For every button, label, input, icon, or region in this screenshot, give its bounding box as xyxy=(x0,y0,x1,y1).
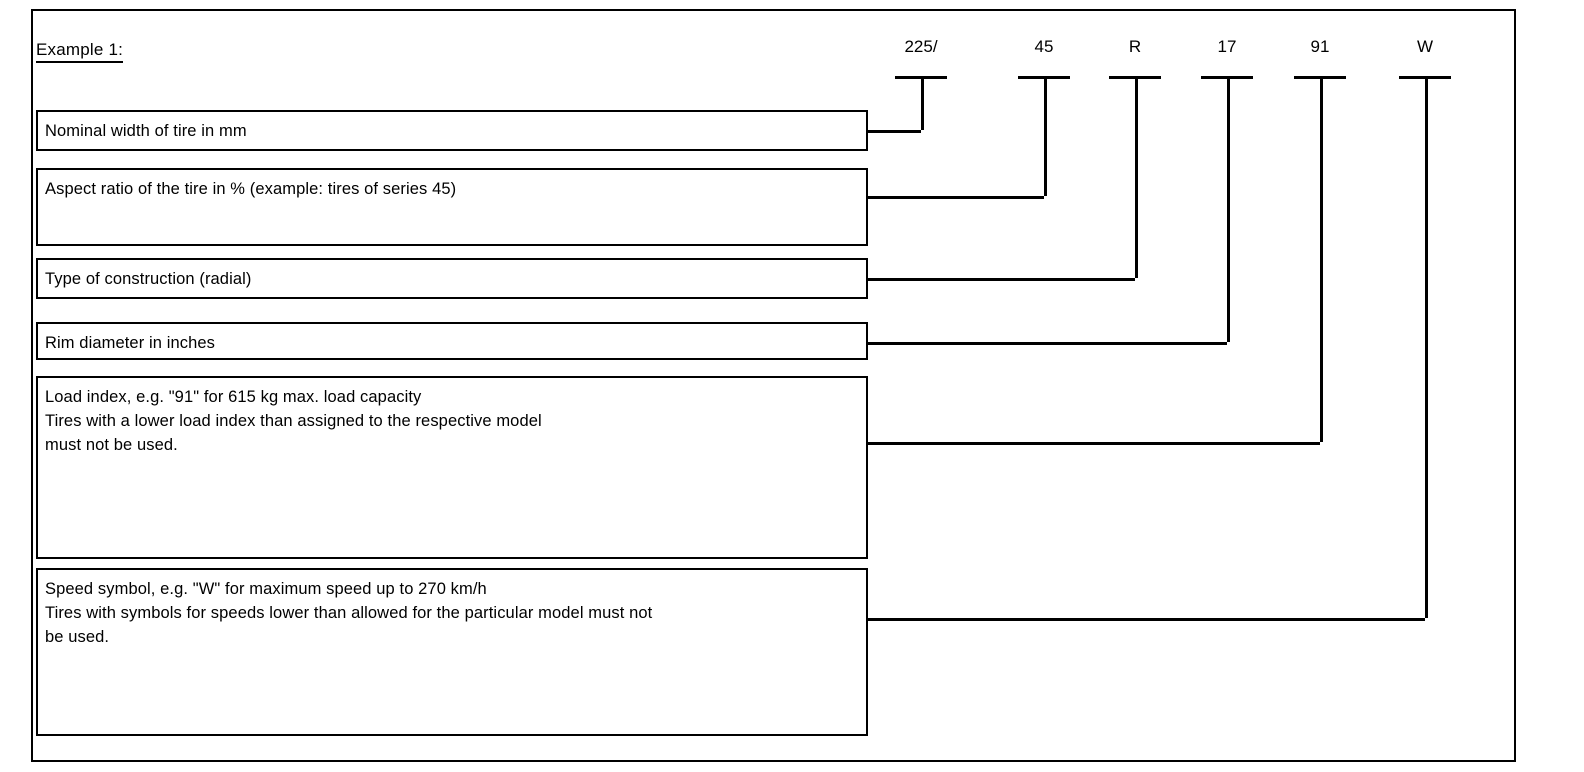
description-box-rim-diameter: Rim diameter in inches xyxy=(36,322,868,360)
leader-horizontal-aspect-ratio xyxy=(868,196,1044,199)
tire-code-token-2: R xyxy=(1128,37,1142,56)
leader-horizontal-speed-symbol xyxy=(868,618,1425,621)
tire-code-token-5: W xyxy=(1416,37,1434,56)
leader-vertical-speed-symbol xyxy=(1425,76,1428,618)
description-text-nominal-width: Nominal width of tire in mm xyxy=(45,122,247,140)
tire-code-token-0: 225/ xyxy=(904,37,938,56)
outer-frame xyxy=(31,9,1516,762)
leader-horizontal-load-index xyxy=(868,442,1320,445)
description-box-nominal-width: Nominal width of tire in mm xyxy=(36,110,868,151)
description-text-rim-diameter: Rim diameter in inches xyxy=(45,334,216,352)
description-box-speed-symbol: Speed symbol, e.g. "W" for maximum speed… xyxy=(36,568,868,736)
leader-horizontal-construction-type xyxy=(868,278,1135,281)
description-text-aspect-ratio: Aspect ratio of the tire in % (example: … xyxy=(45,180,457,198)
description-box-load-index: Load index, e.g. "91" for 615 kg max. lo… xyxy=(36,376,868,559)
description-box-aspect-ratio: Aspect ratio of the tire in % (example: … xyxy=(36,168,868,246)
tire-code-token-3: 17 xyxy=(1217,37,1237,56)
description-text-construction-type: Type of construction (radial) xyxy=(45,270,252,288)
page-title: Example 1: xyxy=(36,40,124,63)
leader-vertical-aspect-ratio xyxy=(1044,76,1047,196)
leader-vertical-nominal-width xyxy=(921,76,924,130)
leader-vertical-construction-type xyxy=(1135,76,1138,278)
description-box-construction-type: Type of construction (radial) xyxy=(36,258,868,299)
leader-horizontal-rim-diameter xyxy=(868,342,1227,345)
leader-vertical-load-index xyxy=(1320,76,1323,442)
tire-code-token-4: 91 xyxy=(1310,37,1330,56)
description-text-speed-symbol: Speed symbol, e.g. "W" for maximum speed… xyxy=(45,580,653,646)
tire-code-token-1: 45 xyxy=(1034,37,1054,56)
leader-vertical-rim-diameter xyxy=(1227,76,1230,342)
description-text-load-index: Load index, e.g. "91" for 615 kg max. lo… xyxy=(45,388,542,454)
leader-horizontal-nominal-width xyxy=(868,130,921,133)
